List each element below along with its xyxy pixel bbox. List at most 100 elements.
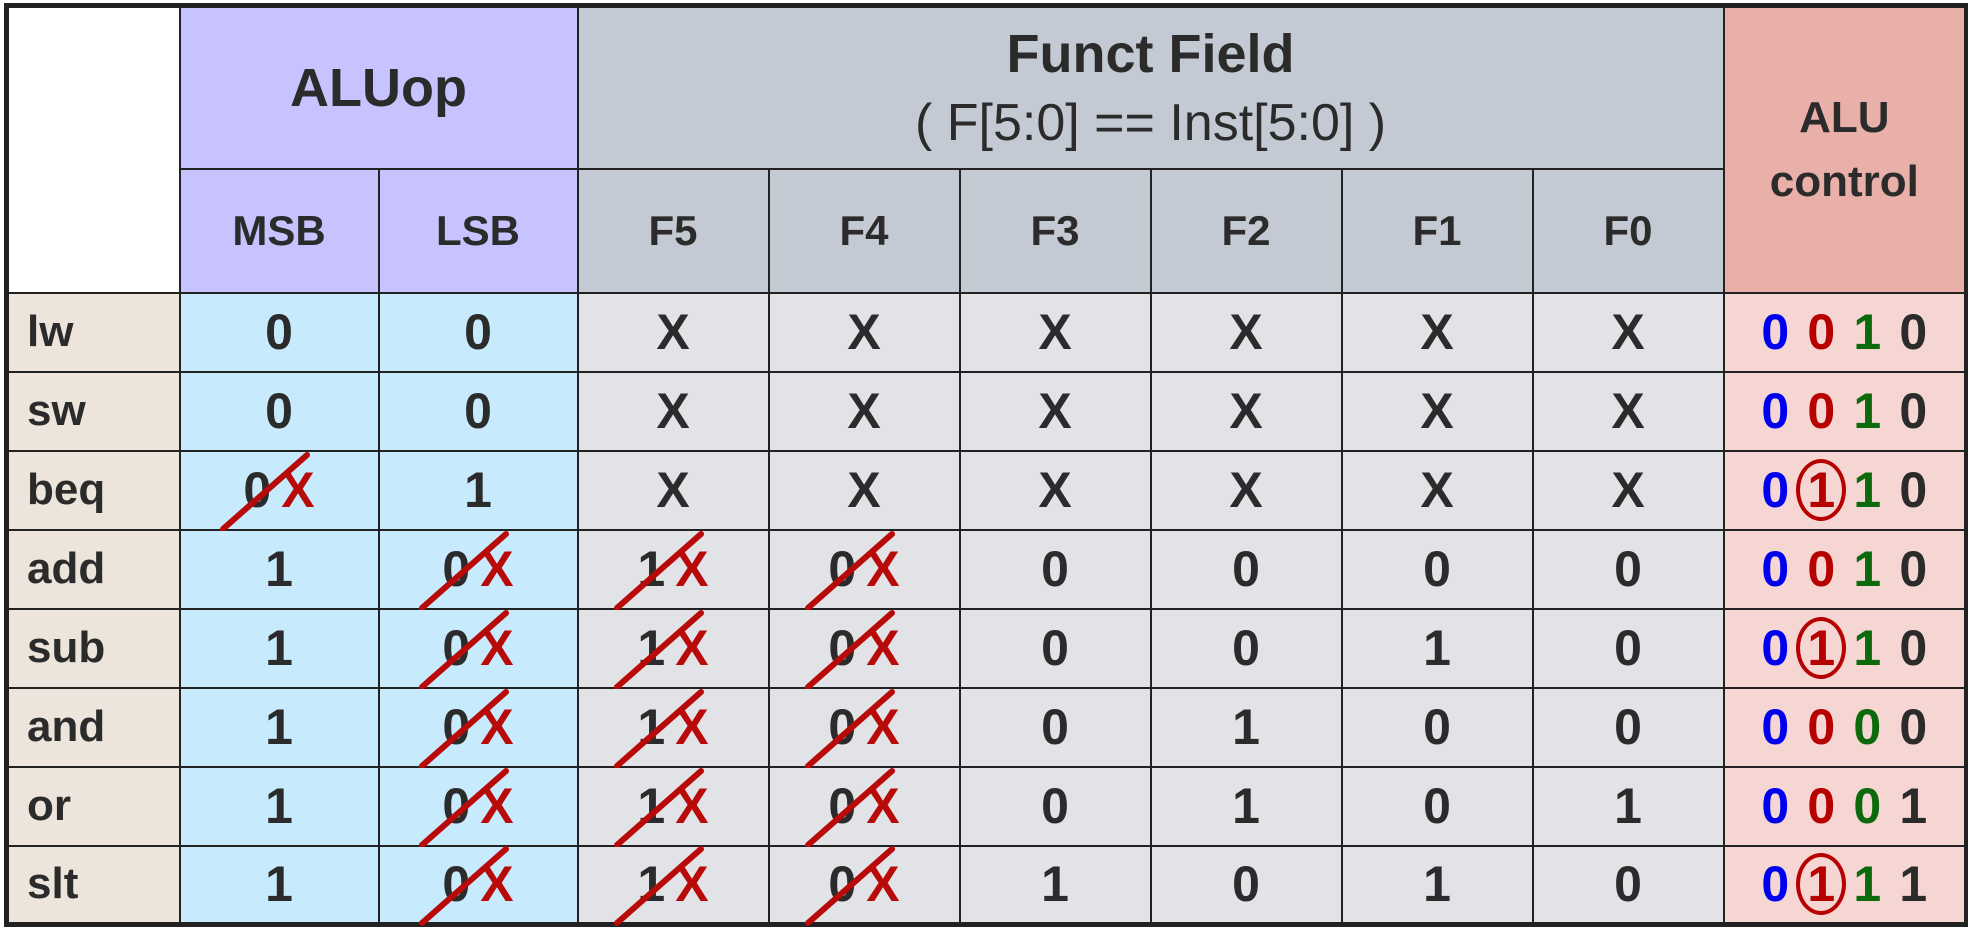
cell-value: X [1420, 383, 1454, 439]
funct-f0-cell: X [1531, 370, 1725, 452]
funct-f3-cell: 1 [958, 844, 1152, 926]
funct-f3-cell: X [958, 370, 1152, 452]
alu-control-bit-value: 0 [1761, 462, 1790, 518]
cell-value: 0 [1041, 778, 1069, 834]
cell-value: 0 [1232, 620, 1260, 676]
strike-line-icon [805, 768, 896, 848]
struck-value: 0 [419, 689, 510, 769]
strike-line-icon [805, 689, 896, 769]
struck-value: 0 [419, 768, 510, 848]
cell-value: X [1038, 304, 1072, 360]
strike-line-icon [805, 610, 896, 690]
alu-control-bit-value: 0 [1761, 620, 1790, 676]
cell-value: 0 [1614, 699, 1642, 755]
cell-value: X [1038, 462, 1072, 518]
alu-control-bit-value: 0 [1807, 383, 1836, 439]
alu-control-bit-value: 0 [1899, 462, 1928, 518]
alu-control-bit-value: 0 [1807, 541, 1836, 597]
cell-value: X [847, 462, 881, 518]
cell-value: 1 [265, 778, 293, 834]
cell-value: 0 [1041, 620, 1069, 676]
funct-f2-cell: X [1149, 291, 1343, 373]
cell-value: 1 [1232, 778, 1260, 834]
alu-control-bit: 1 [1890, 855, 1936, 913]
cell-value: 1 [265, 541, 293, 597]
funct-f5-cell: X [576, 291, 770, 373]
funct-f2-cell: X [1149, 449, 1343, 531]
cell-value: 0 [1614, 620, 1642, 676]
instruction-label: lw [5, 291, 181, 373]
cell-value: 1 [265, 856, 293, 913]
alu-control-bit: 0 [1752, 698, 1798, 756]
aluop-msb-cell: 1 [178, 528, 380, 610]
f5-header: F5 [576, 167, 770, 294]
alu-control-bit-value: 1 [1899, 856, 1928, 913]
strike-line-icon [419, 531, 510, 611]
cell-value: 0 [1041, 541, 1069, 597]
alu-control-bit-value: 0 [1807, 778, 1836, 834]
funct-f0-cell: 0 [1531, 686, 1725, 768]
funct-f1-cell: X [1340, 291, 1534, 373]
cell-value: X [1611, 304, 1645, 360]
alu-control-bit-value: 1 [1853, 856, 1882, 913]
cell-value: 0 [1232, 541, 1260, 597]
alu-control-bit: 1 [1844, 382, 1890, 440]
alu-control-bit: 1 [1844, 619, 1890, 677]
aluop-msb-cell: 1 [178, 607, 380, 689]
cell-value: X [1038, 383, 1072, 439]
f2-header: F2 [1149, 167, 1343, 294]
alu-control-bit-value: 0 [1761, 778, 1790, 834]
alu-control-bit-value: 1 [1853, 462, 1882, 518]
alu-control-bit: 1 [1844, 855, 1890, 913]
struck-value: 1 [614, 531, 705, 611]
cell-value: X [1229, 304, 1263, 360]
alu-control-bit-value: 0 [1853, 699, 1882, 755]
cell-value: X [1229, 383, 1263, 439]
strike-line-icon [614, 768, 705, 848]
alu-control-bit: 0 [1752, 382, 1798, 440]
funct-f2-cell: 0 [1149, 607, 1343, 689]
struck-value: 1 [614, 689, 705, 769]
funct-f3-cell: 0 [958, 528, 1152, 610]
funct-f1-cell: X [1340, 449, 1534, 531]
funct-f2-cell: X [1149, 370, 1343, 452]
struck-value: 1 [614, 846, 705, 927]
struck-value: 0 [419, 531, 510, 611]
alu-control-bit-value: 0 [1761, 541, 1790, 597]
highlight-circle-icon [1796, 459, 1847, 521]
cell-value: X [847, 383, 881, 439]
alu-control-bit-value: 0 [1761, 856, 1790, 913]
alu-control-bit: 1 [1844, 461, 1890, 519]
funct-f4-cell: X [767, 291, 961, 373]
instruction-label: sw [5, 370, 181, 452]
cell-value: X [847, 304, 881, 360]
struck-value: 0 [805, 610, 896, 690]
cell-value: 1 [1232, 699, 1260, 755]
struck-value: 0 [419, 610, 510, 690]
cell-value: X [1611, 462, 1645, 518]
cell-value: 1 [1041, 856, 1069, 913]
alu-control-bit: 1 [1796, 459, 1847, 521]
alu-control-bit-value: 0 [1899, 383, 1928, 439]
cell-value: 0 [1232, 856, 1260, 913]
highlight-circle-icon [1796, 617, 1847, 679]
instruction-label: and [5, 686, 181, 768]
alu-control-bit-value: 0 [1899, 304, 1928, 360]
instruction-label: sub [5, 607, 181, 689]
